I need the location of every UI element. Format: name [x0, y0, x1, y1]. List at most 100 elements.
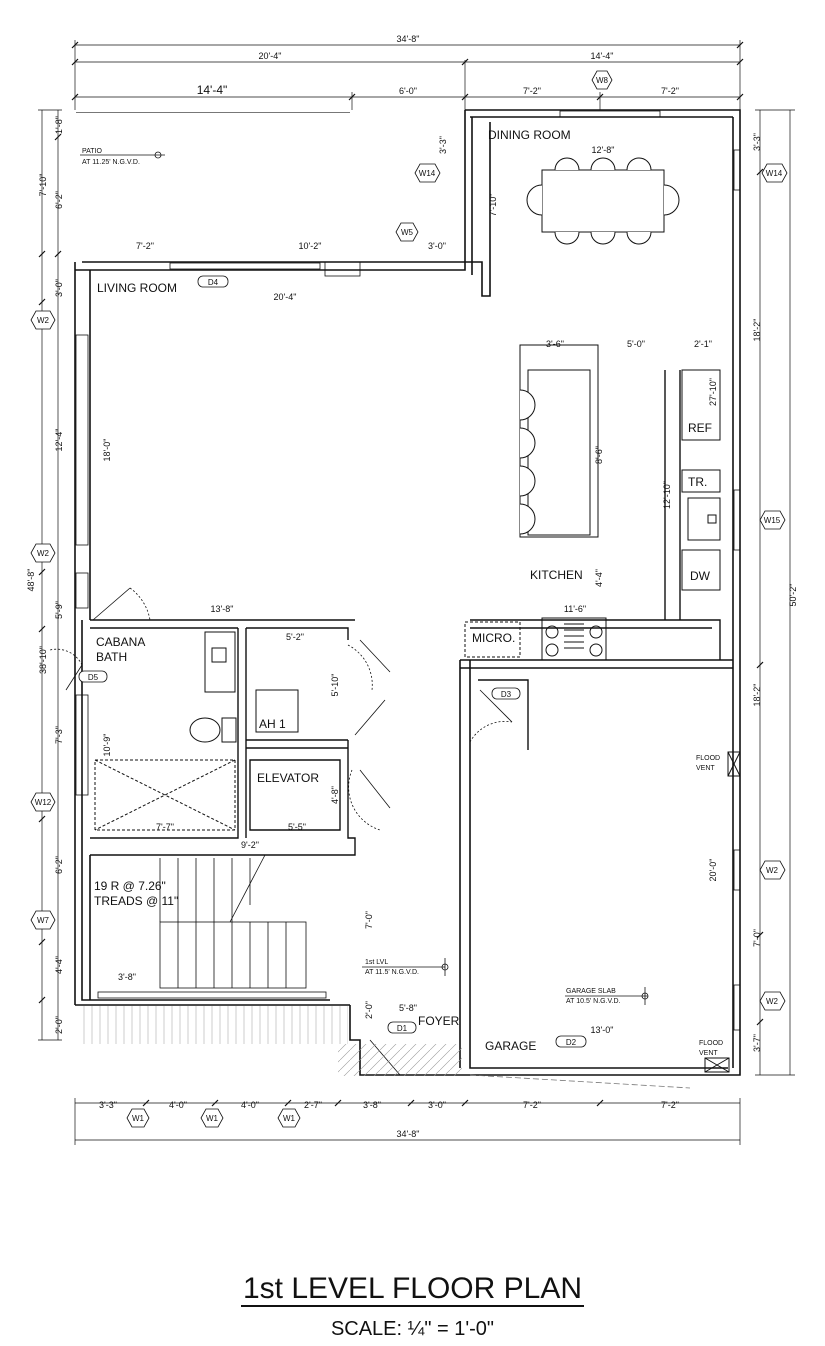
ah-label: AH 1: [259, 717, 286, 731]
dim-top2-c: 7'-2": [523, 86, 541, 96]
cabana-label: CABANA: [96, 635, 145, 649]
tag-w14a: W14: [419, 169, 436, 178]
dim-right-3-3: 3'-3": [752, 133, 762, 151]
living-room-label: LIVING ROOM: [97, 281, 177, 295]
dim-k-b: 5'-0": [627, 339, 645, 349]
dim-top2-a: 14'-4": [197, 83, 228, 97]
dim-k-8-6: 8'-6": [594, 446, 604, 464]
dim-bot-overall: 34'-8": [397, 1129, 420, 1139]
hex-tags: [30, 70, 788, 1128]
foyer-label: FOYER: [418, 1014, 460, 1028]
tag-d5: D5: [88, 673, 99, 682]
dim-dining-w: 12'-8": [592, 145, 615, 155]
dim-bot-a: 3'-3": [99, 1100, 117, 1110]
dim-ah-h: 5'-10": [330, 674, 340, 697]
kitchen-appliances: [464, 369, 721, 661]
dim-bot-d: 2'-7": [304, 1100, 322, 1110]
dim-right-18-2b: 18'-2": [752, 684, 762, 707]
flood-vent-label-1b: VENT: [696, 765, 715, 772]
entry-step-hatch: [338, 1044, 462, 1076]
tag-d3-box: [491, 687, 521, 700]
dim-bot-c: 4'-0": [241, 1100, 259, 1110]
dining-table: [526, 157, 680, 245]
tag-d3: D3: [501, 690, 512, 699]
stairs-risers: 19 R @ 7.26": [94, 879, 166, 893]
tag-labels: W8 W14 W14 W5 D4 W2 W2 W15 D5 D3 W12 W2 …: [35, 76, 783, 1123]
plan-title: 1st LEVEL FLOOR PLAN: [0, 1272, 825, 1307]
dim-elev-b: 5'-5": [288, 822, 306, 832]
dim-k-11-6: 11'-6": [564, 604, 586, 614]
dim-living-h: 18'-0": [102, 439, 112, 462]
dimension-labels: 34'-8" 20'-4" 14'-4" 14'-4" 6'-0" 7'-2" …: [26, 34, 798, 1139]
plan-scale: SCALE: ¼" = 1'-0": [330, 1318, 495, 1340]
dim-right-3-7: 3'-7": [752, 1034, 762, 1052]
dim-left-7-10: 7'-10": [38, 174, 48, 197]
interior-walls: [90, 370, 721, 856]
tag-w1a: W1: [132, 1114, 145, 1123]
plan-title-text: 1st LEVEL FLOOR PLAN: [240, 1272, 585, 1307]
tag-d4-box: [197, 275, 229, 288]
dim-bot-g: 7'-2": [523, 1100, 541, 1110]
tag-w7: W7: [37, 916, 50, 925]
tag-d1-box: [387, 1021, 417, 1034]
first-level-elevation: AT 11.5' N.G.V.D.: [365, 969, 419, 976]
dim-left-5-9: 5'-9": [54, 601, 64, 619]
tag-w2b: W2: [37, 549, 50, 558]
kitchen-label: KITCHEN: [530, 568, 583, 582]
dim-top-overall: 34'-8": [397, 34, 420, 44]
dim-right-50-2: 50'-2": [788, 584, 798, 607]
tag-d2-box: [555, 1035, 587, 1048]
dim-top-right: 14'-4": [591, 51, 614, 61]
tag-w1c-hex: [277, 1108, 301, 1128]
tr-label: TR.: [688, 475, 707, 489]
dim-patio-b: 10'-2": [299, 241, 322, 251]
dim-left-4-4: 4'-4": [54, 956, 64, 974]
dining-room-label: DINING ROOM: [488, 128, 571, 142]
dim-patio-c: 3'-0": [428, 241, 446, 251]
tag-d2: D2: [566, 1038, 577, 1047]
elevator-label: ELEVATOR: [257, 771, 319, 785]
dim-bath-b: 7'-7": [156, 822, 174, 832]
dim-left-12-4: 12'-4": [54, 429, 64, 452]
dim-bot-b: 4'-0": [169, 1100, 187, 1110]
dim-k-c: 2'-1": [694, 339, 712, 349]
dim-k-4-4: 4'-4": [594, 569, 604, 587]
dim-right-18-2a: 18'-2": [752, 319, 762, 342]
micro-label: MICRO.: [472, 631, 515, 645]
flood-vent-label-1: FLOOD: [696, 755, 720, 762]
tag-d4: D4: [208, 278, 219, 287]
tag-w15: W15: [764, 516, 781, 525]
dim-left-2: 6'-2": [54, 191, 64, 209]
dim-left-1: 1'-8": [54, 116, 64, 134]
dim-bath-h: 10'-9": [102, 734, 112, 757]
patio-line: [76, 112, 350, 113]
tag-w5: W5: [401, 228, 414, 237]
bath-fixtures: [94, 631, 299, 831]
tag-w14b-hex: [761, 163, 788, 183]
room-labels: PATIO AT 11.25' N.G.V.D. DINING ROOM LIV…: [82, 128, 723, 1057]
tag-d1: D1: [397, 1024, 408, 1033]
tag-d5-box: [78, 670, 108, 683]
tag-w1c: W1: [283, 1114, 296, 1123]
tag-w2c-hex: [759, 860, 786, 880]
dim-foyer-w: 5'-8": [399, 1003, 417, 1013]
tag-w12: W12: [35, 798, 52, 807]
dim-dining-h: 7'-10": [488, 194, 498, 217]
dim-top2-b: 6'-0": [399, 86, 417, 96]
tag-w2d-hex: [759, 991, 786, 1011]
garage-slab-elevation: AT 10.5' N.G.V.D.: [566, 998, 621, 1005]
dim-left-48-8: 48'-8": [26, 569, 36, 592]
tag-w2a-hex: [30, 310, 56, 330]
tag-w2d: W2: [766, 997, 779, 1006]
stairs: [159, 854, 307, 989]
flood-vent-label-2b: VENT: [699, 1050, 718, 1057]
dim-bath-w: 13'-8": [211, 604, 234, 614]
tag-w12-hex: [30, 792, 56, 812]
dim-elev-h: 4'-8": [330, 786, 340, 804]
dim-ah-w: 5'-2": [286, 632, 304, 642]
dimension-lines: [38, 40, 795, 1145]
dim-left-38-10: 38'-10": [38, 646, 48, 674]
bath-label: BATH: [96, 650, 127, 664]
dim-left-2-0: 2'-0": [54, 1016, 64, 1034]
tag-w14b: W14: [766, 169, 783, 178]
